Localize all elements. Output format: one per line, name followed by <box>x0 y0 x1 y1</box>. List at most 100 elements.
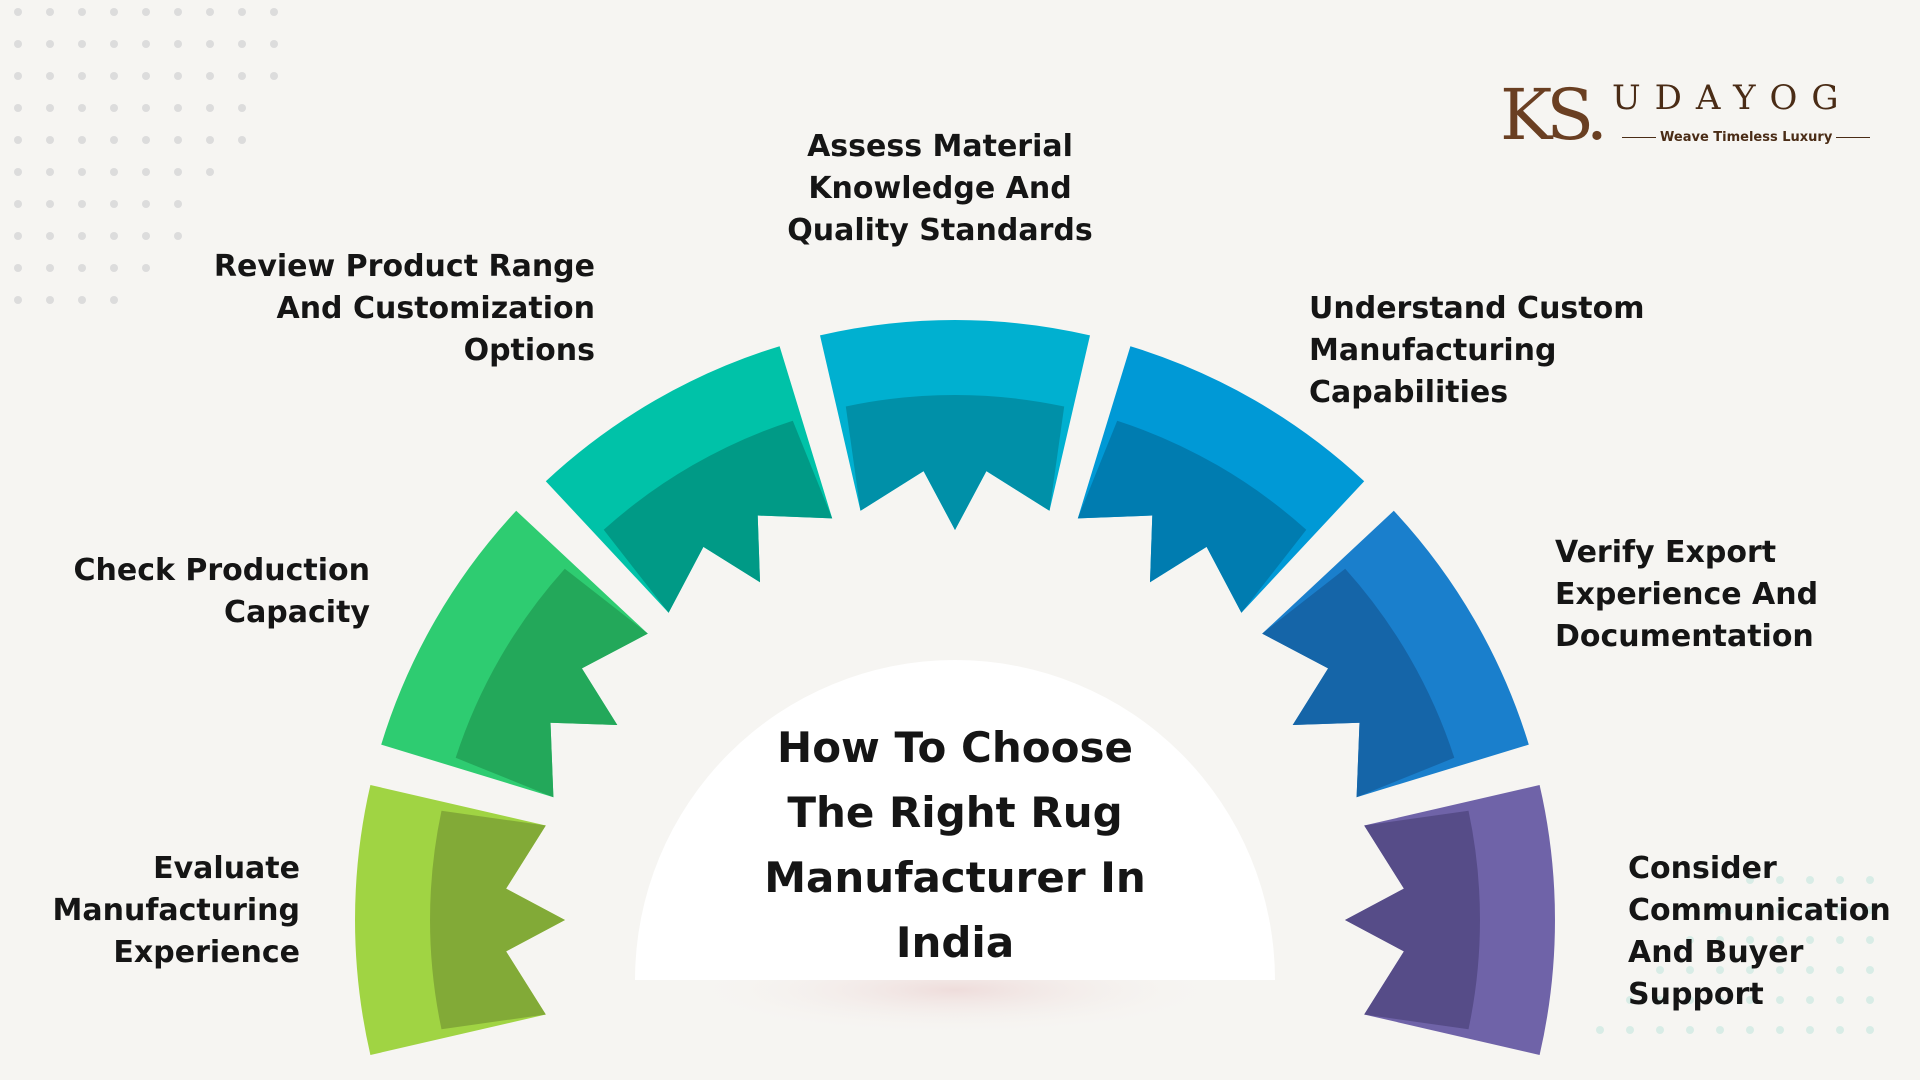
decor-dot <box>1806 876 1814 884</box>
decor-dot <box>174 168 182 176</box>
step-label-custom-capabilities: Understand Custom Manufacturing Capabili… <box>1309 291 1645 410</box>
decor-dot <box>1776 936 1784 944</box>
step-label-export-documentation: Verify Export Experience And Documentati… <box>1555 535 1819 654</box>
decor-dot <box>1716 936 1724 944</box>
decor-dot <box>46 8 54 16</box>
hub-title-line: India <box>895 918 1015 967</box>
decor-dot <box>1866 966 1874 974</box>
decor-dot <box>174 104 182 112</box>
segment-5 <box>1077 346 1365 613</box>
decor-dot <box>1716 1026 1724 1034</box>
decor-dot <box>110 264 118 272</box>
decor-dot <box>14 296 22 304</box>
decor-dot <box>206 168 214 176</box>
decor-dot <box>206 104 214 112</box>
decorative-dots-top-left <box>14 8 278 304</box>
decor-dot <box>1746 996 1754 1004</box>
brand-logo: KS. UDAYOG Weave Timeless Luxury <box>1500 70 1870 160</box>
decor-dot <box>174 232 182 240</box>
segment-3-shade <box>603 420 833 613</box>
decor-dot <box>110 104 118 112</box>
decor-dot <box>1866 876 1874 884</box>
decor-dot <box>142 168 150 176</box>
segment-2 <box>381 510 648 798</box>
decor-dot <box>1776 876 1784 884</box>
decor-dot <box>110 232 118 240</box>
decor-dot <box>142 232 150 240</box>
decor-dot <box>142 200 150 208</box>
segment-1-shade <box>430 810 565 1030</box>
decor-dot <box>46 136 54 144</box>
segment-5-shade <box>1077 420 1307 613</box>
decor-dot <box>1746 906 1754 914</box>
decor-dot <box>174 40 182 48</box>
decor-dot <box>1746 1026 1754 1034</box>
decor-dot <box>142 72 150 80</box>
decor-dot <box>110 200 118 208</box>
segment-group <box>355 320 1555 1055</box>
segment-7-shade <box>1345 810 1480 1030</box>
decor-dot <box>1836 876 1844 884</box>
decor-dot <box>78 200 86 208</box>
decor-dot <box>78 296 86 304</box>
decor-dot <box>46 264 54 272</box>
step-label-production-capacity: Check Production Capacity <box>73 553 371 630</box>
decor-dot <box>46 40 54 48</box>
decor-dot <box>1656 1026 1664 1034</box>
decor-dot <box>14 200 22 208</box>
decor-dot <box>1686 966 1694 974</box>
decor-dot <box>1626 996 1634 1004</box>
hub-title-line: How To Choose <box>777 723 1133 772</box>
decor-dot <box>142 104 150 112</box>
decor-dot <box>1866 936 1874 944</box>
decor-dot <box>1656 966 1664 974</box>
decor-dot <box>174 200 182 208</box>
decor-dot <box>1626 1026 1634 1034</box>
segment-3 <box>545 346 833 613</box>
decor-dot <box>238 40 246 48</box>
decor-dot <box>206 72 214 80</box>
decor-dot <box>78 168 86 176</box>
decor-dot <box>110 72 118 80</box>
decor-dot <box>1656 996 1664 1004</box>
decor-dot <box>78 8 86 16</box>
decor-dot <box>1746 966 1754 974</box>
decor-dot <box>238 8 246 16</box>
decor-dot <box>238 104 246 112</box>
decor-dot <box>206 8 214 16</box>
decor-dot <box>110 296 118 304</box>
decor-dot <box>142 264 150 272</box>
step-label-material-quality: Assess Material Knowledge And Quality St… <box>787 129 1093 248</box>
brand-mark: KS. <box>1500 74 1608 156</box>
decor-dot <box>1686 996 1694 1004</box>
decor-dot <box>206 136 214 144</box>
decor-dot <box>1806 996 1814 1004</box>
step-label-communication-support: Consider Communication And Buyer Support <box>1628 851 1891 1012</box>
decor-dot <box>174 8 182 16</box>
hub-title: How To Choose The Right Rug Manufacturer… <box>700 715 1210 975</box>
decor-dot <box>1866 906 1874 914</box>
segment-6 <box>1262 510 1529 798</box>
decor-dot <box>206 40 214 48</box>
decor-dot <box>1776 996 1784 1004</box>
decor-dot <box>46 104 54 112</box>
step-label-product-range: Review Product Range And Customization O… <box>213 249 595 368</box>
decor-dot <box>1746 936 1754 944</box>
decor-dot <box>110 8 118 16</box>
decor-dot <box>78 136 86 144</box>
decor-dot <box>1806 1026 1814 1034</box>
decor-dot <box>14 264 22 272</box>
hub-title-line: The Right Rug <box>787 788 1123 837</box>
brand-name: UDAYOG <box>1612 78 1853 118</box>
decor-dot <box>238 136 246 144</box>
decor-dot <box>110 136 118 144</box>
decor-dot <box>46 168 54 176</box>
decor-dot <box>1836 906 1844 914</box>
segment-6-shade <box>1262 568 1455 798</box>
decor-dot <box>1596 1026 1604 1034</box>
hub-title-line: Manufacturer In <box>764 853 1146 902</box>
decor-dot <box>46 72 54 80</box>
decor-dot <box>78 264 86 272</box>
segment-4 <box>820 320 1090 530</box>
